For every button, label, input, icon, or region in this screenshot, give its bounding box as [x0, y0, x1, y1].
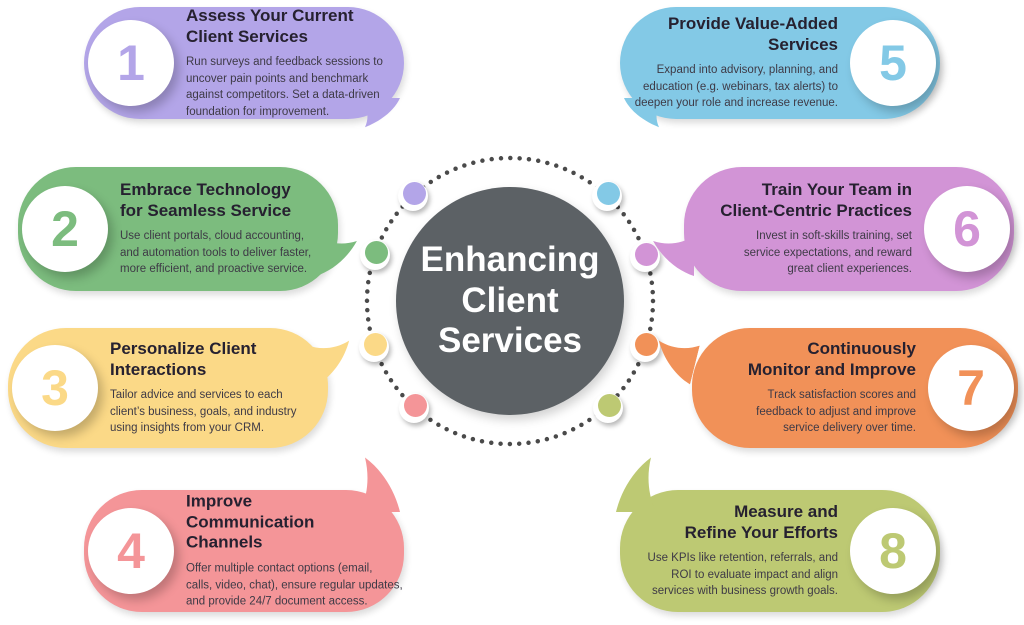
ring-marker [630, 242, 660, 272]
step-number: 6 [953, 201, 981, 257]
ring-marker [630, 332, 660, 362]
step-bubble-8: 8 Measure and Refine Your Efforts Use KP… [616, 457, 940, 612]
ring-marker [398, 181, 428, 211]
ring-marker [359, 332, 389, 362]
step-description: Expand into advisory, planning, and educ… [634, 64, 838, 110]
bubble-tail [360, 457, 400, 512]
step-title: Personalize Client Interactions [110, 339, 257, 379]
step-number: 2 [51, 201, 79, 257]
step-description: Track satisfaction scores and feedback t… [756, 389, 916, 435]
step-description: Use KPIs like retention, referrals, and … [647, 552, 838, 598]
step-number-badge: 6 [924, 186, 1010, 272]
step-number-badge: 8 [850, 508, 936, 594]
step-bubble-6: 6 Train Your Team in Client-Centric Prac… [653, 167, 1014, 291]
ring-marker-dot [598, 394, 621, 417]
step-bubble-1: 1 Assess Your Current Client Services Ru… [84, 6, 404, 128]
step-description: Use client portals, cloud accounting, an… [120, 230, 312, 276]
step-number-badge: 4 [88, 508, 174, 594]
ring-marker-dot [597, 182, 620, 205]
ring-marker-dot [365, 241, 388, 264]
step-title: Provide Value-Added Services [667, 14, 838, 54]
step-number: 1 [117, 35, 145, 91]
dotted-ring [364, 155, 656, 447]
step-number-badge: 3 [12, 345, 98, 431]
ring-marker [593, 393, 623, 423]
step-text: Train Your Team in Client-Centric Practi… [696, 180, 912, 278]
step-description: Tailor advice and services to each clien… [110, 389, 297, 435]
step-title: Improve Communication Channels [186, 491, 315, 553]
step-title: Measure and Refine Your Efforts [684, 502, 838, 542]
step-bubble-5: 5 Provide Value-Added Services Expand in… [620, 7, 940, 128]
ring-marker-dot [404, 394, 427, 417]
step-text: Assess Your Current Client Services Run … [186, 6, 392, 120]
step-text: Personalize Client Interactions Tailor a… [110, 339, 316, 437]
ring-marker [592, 181, 622, 211]
step-text: Continuously Monitor and Improve Track s… [704, 339, 916, 437]
ring-marker-dot [403, 182, 426, 205]
step-number-badge: 5 [850, 20, 936, 106]
step-number-badge: 1 [88, 20, 174, 106]
ring-marker-dot [635, 243, 658, 266]
step-number-badge: 2 [22, 186, 108, 272]
step-bubble-4: 4 Improve Communication Channels Offer m… [84, 457, 404, 612]
step-bubble-3: 3 Personalize Client Interactions Tailor… [8, 328, 350, 448]
ring-marker-dot [635, 333, 658, 356]
step-bubble-7: 7 Continuously Monitor and Improve Track… [658, 328, 1018, 448]
step-description: Offer multiple contact options (email, c… [186, 562, 403, 608]
step-number: 8 [879, 523, 907, 579]
step-number: 5 [879, 35, 907, 91]
step-title: Embrace Technology for Seamless Service [120, 180, 292, 220]
step-number: 3 [41, 360, 69, 416]
step-text: Measure and Refine Your Efforts Use KPIs… [632, 502, 838, 600]
step-bubble-2: 2 Embrace Technology for Seamless Servic… [18, 167, 357, 291]
step-title: Continuously Monitor and Improve [747, 339, 916, 379]
step-description: Invest in soft-skills training, set serv… [743, 230, 912, 276]
center-circle: Enhancing Client Services [396, 187, 624, 415]
step-number: 4 [117, 523, 145, 579]
ring-marker [399, 393, 429, 423]
bubble-tail [316, 236, 357, 276]
bubble-tail [624, 98, 664, 128]
step-number: 7 [957, 360, 985, 416]
diagram-title: Enhancing Client Services [420, 239, 600, 361]
bubble-tail [658, 340, 700, 385]
step-description: Run surveys and feedback sessions to unc… [186, 56, 383, 118]
bubble-tail [360, 98, 400, 128]
step-text: Improve Communication Channels Offer mul… [186, 491, 403, 611]
bubble-tail [616, 457, 656, 512]
bubble-tail [308, 340, 350, 385]
step-title: Assess Your Current Client Services [186, 5, 354, 46]
step-title: Train Your Team in Client-Centric Practi… [720, 180, 912, 220]
step-text: Provide Value-Added Services Expand into… [632, 14, 838, 112]
ring-marker [360, 240, 390, 270]
step-text: Embrace Technology for Seamless Service … [120, 180, 326, 278]
bubble-tail [653, 236, 694, 276]
ring-marker-dot [364, 333, 387, 356]
step-number-badge: 7 [928, 345, 1014, 431]
